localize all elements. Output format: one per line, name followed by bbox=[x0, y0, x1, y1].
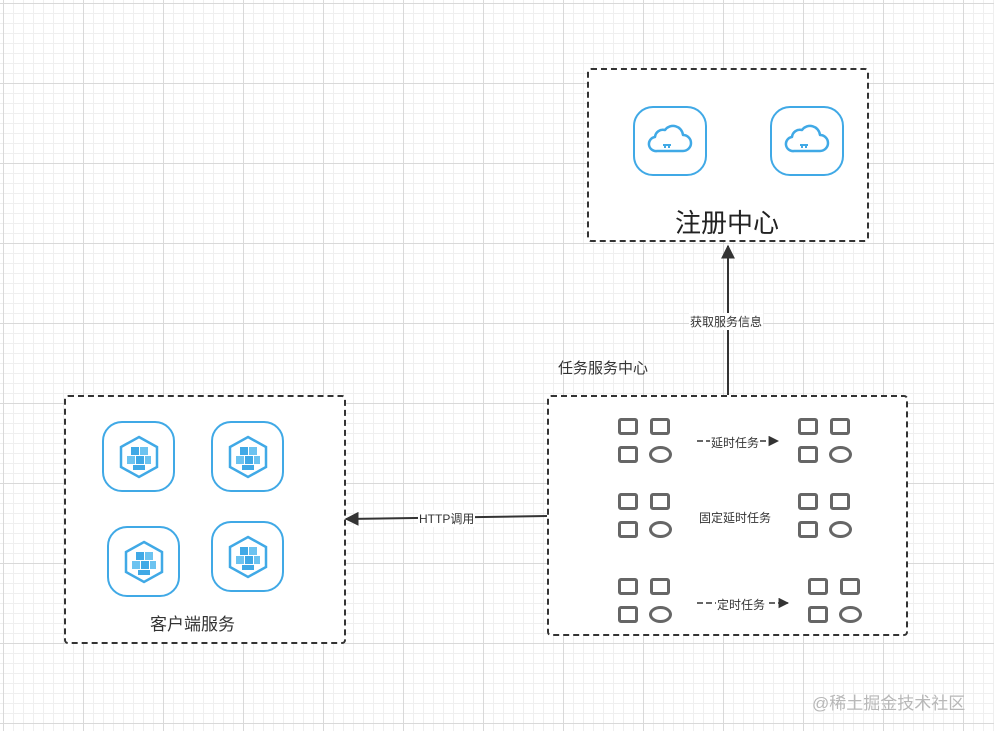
task-source-icon-3 bbox=[618, 578, 676, 626]
cube-cluster-icon bbox=[124, 540, 163, 583]
client-node-4 bbox=[211, 521, 284, 592]
task-center-title: 任务服务中心 bbox=[558, 360, 649, 377]
task-target-icon-3 bbox=[808, 578, 866, 626]
cube-cluster-icon bbox=[119, 435, 158, 478]
task-source-icon-1 bbox=[618, 418, 676, 466]
task-target-icon-1 bbox=[798, 418, 856, 466]
registry-node-1 bbox=[633, 106, 707, 176]
fixed-delay-task-label: 固定延时任务 bbox=[698, 509, 773, 526]
task-target-icon-2 bbox=[798, 493, 856, 541]
client-node-2 bbox=[211, 421, 284, 492]
client-node-3 bbox=[107, 526, 180, 597]
cube-cluster-icon bbox=[228, 535, 267, 578]
client-service-title: 客户端服务 bbox=[150, 615, 235, 634]
client-node-1 bbox=[102, 421, 175, 492]
delayed-task-label: 延时任务 bbox=[710, 434, 761, 451]
watermark: @稀土掘金技术社区 bbox=[812, 694, 966, 713]
registry-title: 注册中心 bbox=[675, 208, 780, 238]
cube-cluster-icon bbox=[228, 435, 267, 478]
task-source-icon-2 bbox=[618, 493, 676, 541]
registry-node-2 bbox=[770, 106, 844, 176]
http-call-label: HTTP调用 bbox=[418, 510, 476, 527]
cloud-icon bbox=[784, 124, 830, 153]
scheduled-task-label: 定时任务 bbox=[716, 596, 767, 613]
fetch-info-label: 获取服务信息 bbox=[689, 313, 764, 330]
cloud-icon bbox=[647, 124, 693, 153]
